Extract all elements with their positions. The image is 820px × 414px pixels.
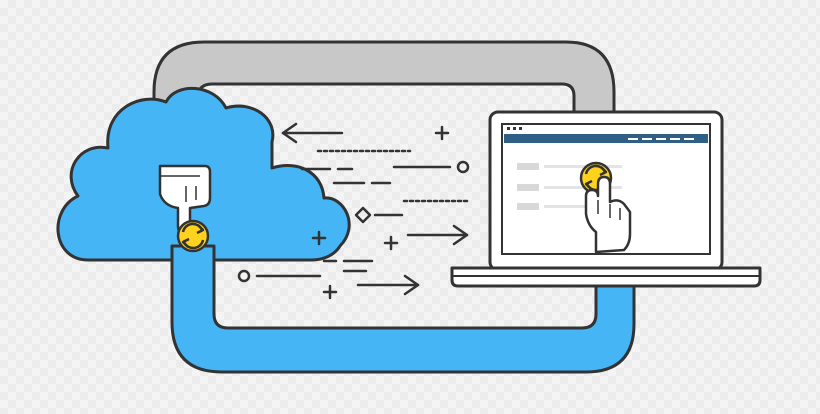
circle-icon bbox=[456, 160, 470, 174]
title-bar-menu bbox=[628, 138, 694, 140]
circle-icon bbox=[237, 269, 251, 283]
screen-title-bar bbox=[504, 134, 708, 143]
diamond-icon bbox=[354, 206, 372, 224]
pointing-hand-icon bbox=[584, 175, 632, 254]
data-flow-symbols bbox=[237, 122, 472, 300]
arrow-left-icon bbox=[281, 122, 344, 144]
plus-icon bbox=[383, 235, 399, 251]
plus-icon bbox=[311, 230, 327, 246]
gray-connector-tube bbox=[152, 40, 616, 167]
plus-icon bbox=[434, 125, 450, 141]
arrow-right-icon bbox=[356, 274, 420, 296]
sync-icon bbox=[176, 219, 210, 253]
window-dots bbox=[507, 127, 522, 130]
plus-icon bbox=[322, 284, 338, 300]
arrow-right-icon bbox=[406, 224, 469, 246]
blue-connector-tube bbox=[170, 244, 636, 374]
